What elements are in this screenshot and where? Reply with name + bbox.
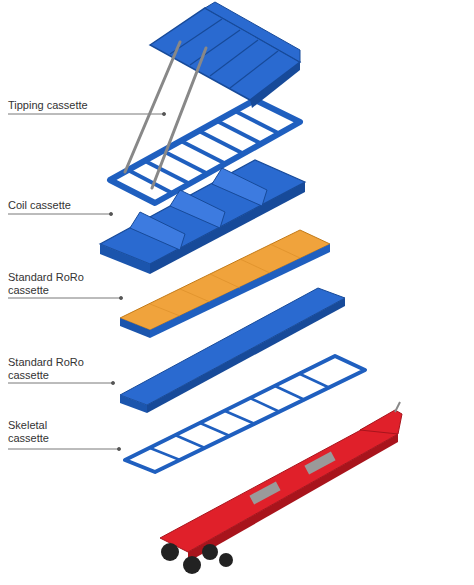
part-label: Coil cassette (8, 199, 88, 212)
part-label: Tipping cassette (8, 99, 88, 112)
part-label: Standard RoRo cassette (8, 271, 88, 297)
part-label: Skeletal cassette (8, 419, 88, 445)
part-label: Standard RoRo cassette (8, 356, 88, 382)
